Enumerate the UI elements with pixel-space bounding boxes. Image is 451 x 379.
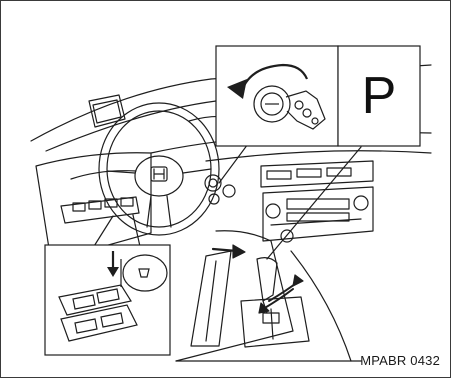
- windshield-edge-inner: [46, 101, 216, 151]
- park-position-label: P: [362, 67, 397, 125]
- side-mirror-glass: [93, 100, 121, 123]
- door-switch-inset: [45, 245, 170, 355]
- console-right-edge: [291, 251, 351, 361]
- steering-wheel-hub: [135, 156, 183, 196]
- center-stack: [261, 161, 373, 242]
- door-switch: [121, 198, 133, 206]
- shift-gate: [241, 297, 309, 347]
- steering-wheel: [99, 103, 219, 235]
- windshield-edge-left: [31, 79, 211, 141]
- figure-reference-code: MPABR 0432: [360, 353, 440, 368]
- ignition-inset: [216, 46, 338, 146]
- push-arrow-head: [233, 245, 245, 258]
- park-inset: P: [338, 46, 420, 146]
